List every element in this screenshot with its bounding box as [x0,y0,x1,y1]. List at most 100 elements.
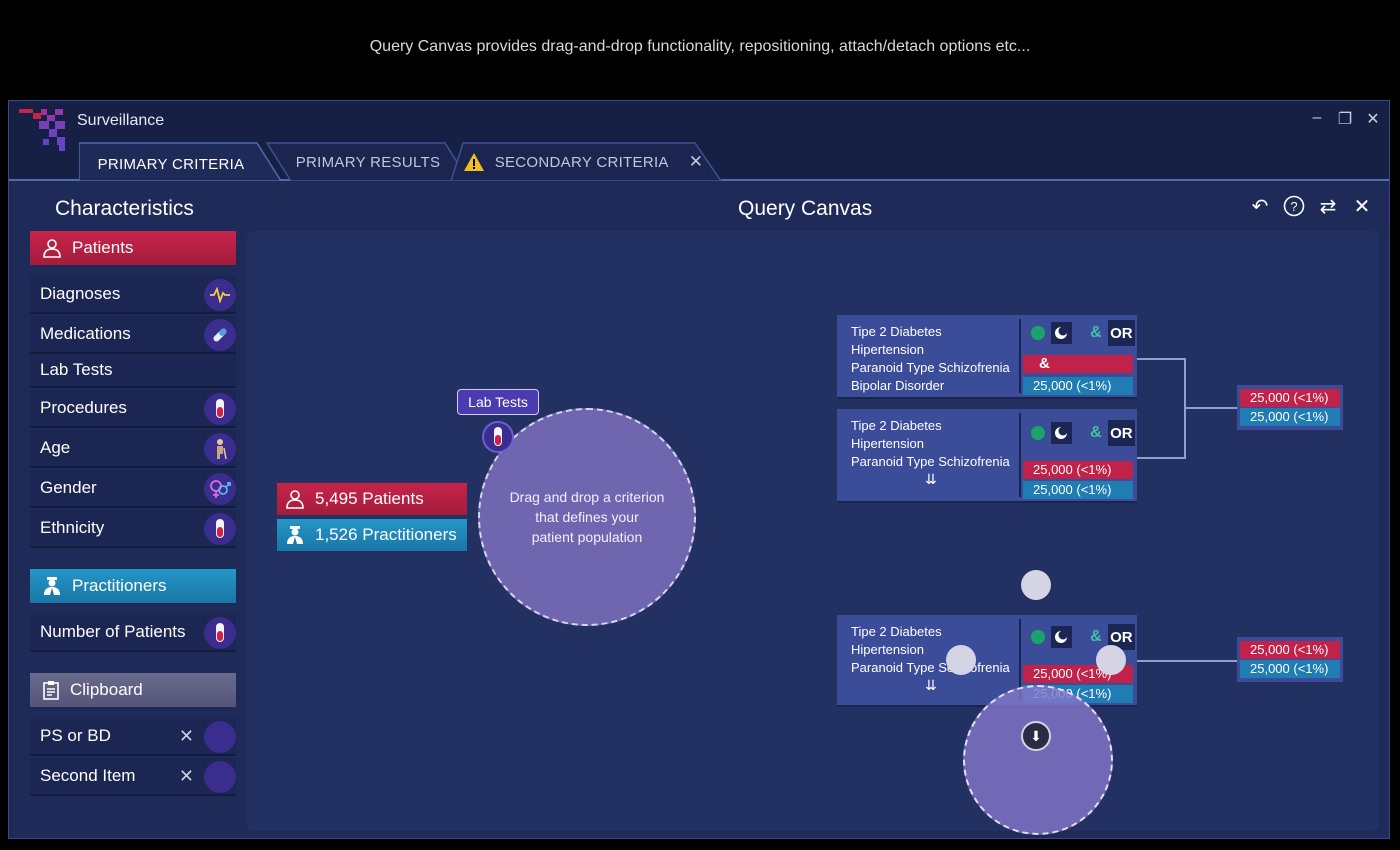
swap-icon[interactable]: ⇄ [1319,195,1337,218]
section-label: Practitioners [72,576,167,595]
or-toggle[interactable]: OR [1107,320,1135,346]
warning-icon [463,153,484,171]
summary-practitioners: 25,000 (<1%) [1240,660,1340,678]
or-toggle[interactable]: OR [1107,420,1135,446]
summary-patients: 25,000 (<1%) [1240,641,1340,659]
criterion-name: Hipertension [851,642,924,657]
sidebar-item-label: Ethnicity [40,518,105,537]
criteria-card[interactable]: Tipe 2 Diabetes Hipertension Paranoid Ty… [837,409,1137,503]
undo-icon[interactable]: ↶ [1251,195,1269,218]
tab-primary-criteria[interactable]: PRIMARY CRITERIA [79,141,283,181]
criterion-name: Paranoid Type Schizofrenia [851,660,1010,675]
help-icon[interactable]: ? [1283,195,1305,217]
summary-patients: 25,000 (<1%) [1240,389,1340,407]
sidebar-item-label: Diagnoses [40,284,121,303]
sidebar-item-diagnoses[interactable]: Diagnoses [30,276,236,314]
tab-secondary-criteria[interactable]: SECONDARY CRITERIA ✕ [449,141,725,181]
status-dot-icon [1031,326,1045,340]
clipboard-icon [43,681,59,700]
close-tab-icon[interactable]: ✕ [688,152,704,171]
criterion-name: Tipe 2 Diabetes [851,624,942,639]
clipboard-item-label: PS or BD [40,726,111,745]
test-tube-icon [204,393,236,425]
test-tube-icon [204,617,236,649]
sidebar-item-label: Number of Patients [40,622,186,641]
remove-icon[interactable]: ✕ [178,726,194,746]
right-handle[interactable] [1096,645,1126,675]
moon-icon[interactable] [1050,626,1073,648]
criterion-name: Paranoid Type Schizofrenia [851,360,1010,375]
pulse-icon [204,279,236,311]
sidebar-item-label: Gender [40,478,97,497]
clipboard-item[interactable]: Second Item ✕ [30,758,236,796]
moon-icon[interactable] [1050,422,1073,444]
moon-icon[interactable] [1050,322,1073,344]
count-bar-practitioners: 25,000 (<1%) [1023,481,1133,499]
patient-icon [286,490,304,509]
section-label: Patients [72,238,134,257]
gender-icon [204,473,236,505]
drop-zone-text: patient population [531,529,643,545]
section-label: Clipboard [70,680,143,699]
practitioners-count-label: 1,526 Practitioners [315,525,457,544]
canvas-title: Query Canvas [738,197,873,220]
sidebar-item-procedures[interactable]: Procedures [30,390,236,428]
app-window: Surveillance – ❐ ✕ PRIMARY CRITERIA PRIM… [8,100,1390,839]
sidebar-item-lab-tests[interactable]: Lab Tests [30,354,236,388]
sidebar-item-age[interactable]: Age [30,430,236,468]
tab-label: SECONDARY CRITERIA [494,153,669,171]
sidebar-item-label: Medications [40,324,131,343]
result-summary[interactable]: 25,000 (<1%) 25,000 (<1%) [1237,385,1343,430]
expand-icon[interactable]: ⇊ [925,677,937,693]
and-bar: & [1023,355,1133,373]
and-toggle[interactable]: & [1090,628,1102,645]
criterion-name: Hipertension [851,342,924,357]
lab-tests-tooltip: Lab Tests [457,389,539,415]
practitioner-icon [44,577,60,595]
sidebar-item-gender[interactable]: Gender [30,470,236,508]
clipboard-item-circle[interactable] [204,761,236,793]
patients-count: 5,495 Patients [277,483,467,515]
patient-icon [43,239,61,258]
section-practitioners[interactable]: Practitioners [30,569,236,603]
minimize-icon[interactable]: – [1312,109,1322,126]
close-canvas-icon[interactable]: ✕ [1353,195,1371,218]
clipboard-item[interactable]: PS or BD ✕ [30,718,236,756]
criterion-name: Paranoid Type Schizofrenia [851,454,1010,469]
remove-icon[interactable]: ✕ [178,766,194,786]
tab-label: PRIMARY RESULTS [295,153,441,171]
criteria-card[interactable]: Tipe 2 Diabetes Hipertension Paranoid Ty… [837,615,1137,707]
expand-icon[interactable]: ⇊ [925,471,937,487]
clipboard-item-label: Second Item [40,766,136,785]
sidebar-item-number-of-patients[interactable]: Number of Patients [30,614,236,652]
and-toggle[interactable]: & [1090,324,1102,341]
clipboard-item-circle[interactable] [204,721,236,753]
tab-primary-results[interactable]: PRIMARY RESULTS [265,141,471,181]
close-window-icon[interactable]: ✕ [1366,111,1380,128]
left-handle[interactable] [946,645,976,675]
and-toggle[interactable]: & [1090,424,1102,441]
restore-icon[interactable]: ❐ [1337,111,1353,128]
test-tube-icon[interactable] [482,421,514,453]
status-dot-icon [1031,630,1045,644]
section-patients[interactable]: Patients [30,231,236,265]
sidebar-item-label: Procedures [40,398,127,417]
patients-count-label: 5,495 Patients [315,489,424,508]
criterion-name: Hipertension [851,436,924,451]
criterion-name: Bipolar Disorder [851,378,945,393]
sidebar-item-medications[interactable]: Medications [30,316,236,354]
criteria-card[interactable]: Tipe 2 Diabetes Hipertension Paranoid Ty… [837,315,1137,399]
criterion-name: Tipe 2 Diabetes [851,324,942,339]
tab-label: PRIMARY CRITERIA [97,155,245,173]
top-handle[interactable] [1021,570,1051,600]
result-summary[interactable]: 25,000 (<1%) 25,000 (<1%) [1237,637,1343,682]
download-icon[interactable]: ⬇ [1021,721,1051,751]
sidebar-item-ethnicity[interactable]: Ethnicity [30,510,236,548]
section-clipboard[interactable]: Clipboard [30,673,236,707]
sidebar-item-label: Age [40,438,71,457]
drop-zone[interactable]: Drag and drop a criterion that defines y… [478,408,696,626]
pill-icon [204,319,236,351]
count-bar-practitioners: 25,000 (<1%) [1023,377,1133,395]
drag-bubble[interactable] [963,685,1113,835]
sidebar-item-label: Lab Tests [40,360,113,379]
